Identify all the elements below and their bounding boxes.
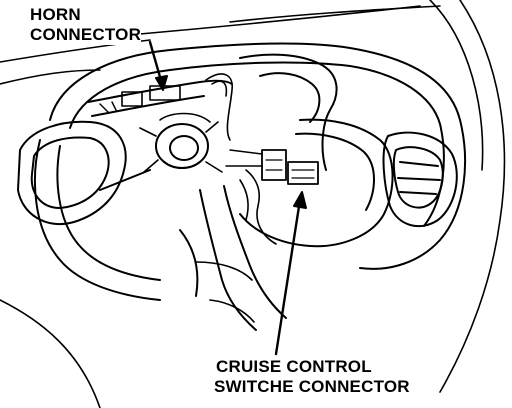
horn-pad-strip [87,79,233,117]
lower-column [179,185,287,331]
right-spoke [382,131,458,228]
steering-wheel-rim [33,42,467,301]
cruise-connector-label: CRUISE CONTROL SWITCHE CONNECTOR [214,357,410,397]
horn-leader-arrow [148,40,168,91]
cruise-label-line2: SWITCHE CONNECTOR [214,377,410,396]
steering-column [139,112,223,173]
horn-label-line2: CONNECTOR [30,25,142,44]
cruise-label-line1: CRUISE CONTROL [216,357,372,376]
horn-connector-label: HORN CONNECTOR [30,5,142,45]
cruise-leader-arrow [274,191,307,356]
horn-label-line1: HORN [30,5,81,24]
hub-assembly [239,53,394,248]
cruise-switch-connector [225,149,319,245]
left-spoke [17,120,151,226]
horn-wiring [205,73,233,141]
